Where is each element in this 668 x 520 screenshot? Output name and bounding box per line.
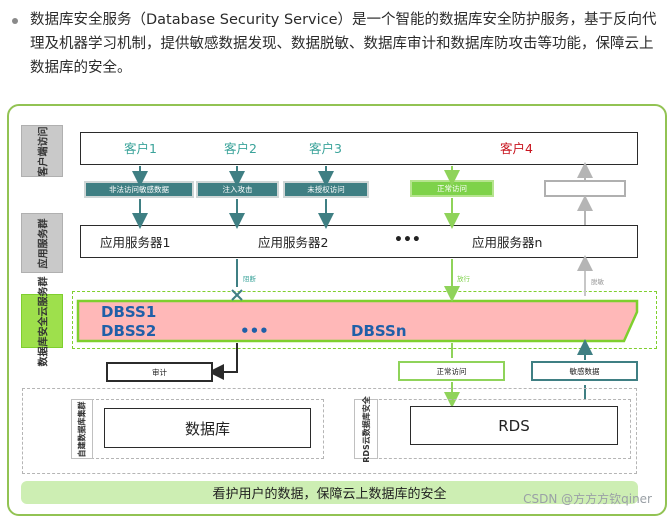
layer-client-label: 客户端访问 [21,125,63,177]
label-block: 阻断 [243,275,256,283]
app-server-row [80,225,638,258]
sensitive-data-tag: 敏感数据 [531,361,638,381]
label-allow: 放行 [457,275,470,283]
dbss-n: DBSSn [351,322,407,340]
dbss-ellipsis: ••• [240,322,269,340]
database-zone [22,388,637,474]
client-4: 客户4 [500,141,533,156]
tag-illegal-access: 非法访问敏感数据 [84,181,194,198]
tag-response [544,180,626,197]
client-2: 客户2 [224,141,257,156]
layer-app-label: 应用服务群 [21,213,63,273]
watermark: CSDN @方方方钦qiner [523,492,652,506]
audit-tag: 审计 [106,362,213,382]
normal-access-tag: 正常访问 [398,361,505,381]
footer-slogan: 看护用户的数据，保障云上数据库的安全 [21,481,638,504]
intro-paragraph: 数据库安全服务（Database Security Service）是一个智能的… [12,8,662,80]
tag-normal-access: 正常访问 [410,180,494,197]
label-mask: 脱敏 [591,278,604,286]
layer-dbss-label: 数据库安全云服务群 [21,276,63,366]
database-box: 数据库 [104,408,311,448]
bullet-icon [12,18,18,24]
app-server-n: 应用服务器n [472,235,543,250]
client-3: 客户3 [309,141,342,156]
layer-rds-label: RDS云数据库安全 [354,396,378,462]
intro-text: 数据库安全服务（Database Security Service）是一个智能的… [30,12,657,76]
tag-injection: 注入攻击 [196,181,279,198]
rds-box: RDS [410,406,618,445]
client-row [80,132,638,165]
layer-selfdb-label: 自建数据库集群 [71,399,93,459]
tag-unauthorized: 未授权访问 [283,181,369,198]
app-server-2: 应用服务器2 [258,235,329,250]
dbss-zone [72,291,657,349]
dbss-2: DBSS2 [101,322,157,340]
dbss-1: DBSS1 [101,303,157,321]
client-1: 客户1 [124,141,157,156]
app-server-ellipsis: ••• [394,232,421,248]
app-server-1: 应用服务器1 [100,235,171,250]
